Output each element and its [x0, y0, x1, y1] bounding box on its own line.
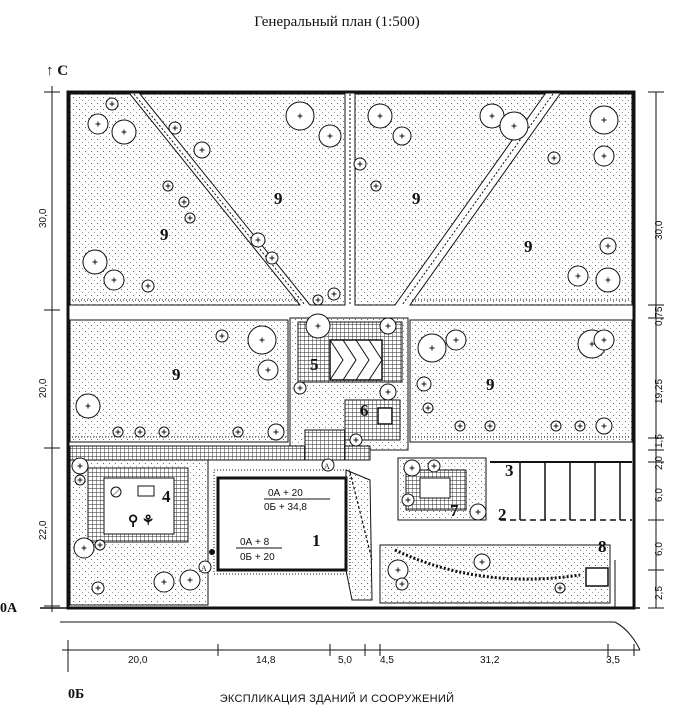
elev-bottom-b: 0Б + 20 — [240, 552, 275, 563]
trees — [71, 97, 621, 595]
node-marker-1: А — [201, 564, 207, 573]
zone-9-c: 9 — [412, 189, 421, 208]
page-title: Генеральный план (1:500) — [254, 14, 420, 30]
plot-ne-west — [354, 93, 546, 306]
zone-4: 4 — [162, 487, 171, 506]
svg-text:⚲ ⚘: ⚲ ⚘ — [128, 514, 154, 529]
zone-6: 6 — [360, 401, 369, 420]
dim-b-5: 31,2 — [480, 655, 500, 666]
zone-5: 5 — [310, 355, 319, 374]
plot-ne-east — [409, 93, 633, 306]
axis-b-label: 0Б — [68, 687, 84, 702]
north-arrow: ↑ С — [46, 63, 68, 79]
zone-2: 2 — [498, 505, 507, 524]
parking-2 — [500, 462, 632, 521]
dims-left — [44, 86, 60, 612]
dims-bottom — [62, 640, 640, 672]
dim-l-1: 30,0 — [38, 208, 49, 228]
zone-labels: 1 2 3 4 5 6 7 8 9 9 9 9 9 9 — [160, 189, 607, 556]
node-marker-2: А — [324, 462, 330, 471]
dim-b-1: 20,0 — [128, 655, 148, 666]
explication-heading: ЭКСПЛИКАЦИЯ ЗДАНИЙ И СООРУЖЕНИЙ — [219, 693, 455, 705]
elev-top-b: 0Б + 34,8 — [264, 502, 307, 513]
dim-r-7: 6,0 — [654, 542, 665, 556]
axis-a-label: 0А — [0, 601, 18, 616]
dims-right — [648, 91, 664, 609]
dim-b-4: 4,5 — [380, 655, 394, 666]
dim-r-4: 1,5 — [654, 434, 665, 448]
elev-bottom-a: 0А + 8 — [240, 537, 270, 548]
plot-8 — [379, 544, 611, 604]
dim-r-1: 30,0 — [654, 220, 665, 240]
elev-top-a: 0А + 20 — [268, 488, 303, 499]
dim-l-2: 20,0 — [38, 378, 49, 398]
zone-1: 1 — [312, 531, 321, 550]
dim-r-5: 2,0 — [654, 456, 665, 470]
dim-r-8: 2,5 — [654, 586, 665, 600]
path-diagonal-ne — [401, 93, 554, 306]
dim-r-3: 19,25 — [654, 379, 665, 404]
zone-9-b: 9 — [160, 225, 169, 244]
zone-9-a: 9 — [274, 189, 283, 208]
zone-9-d: 9 — [524, 237, 533, 256]
zone-3: 3 — [505, 461, 514, 480]
zone-9-f: 9 — [486, 375, 495, 394]
paved-walkway — [69, 445, 371, 461]
dim-b-6: 3,5 — [606, 655, 620, 666]
zone-7: 7 — [450, 501, 459, 520]
path-diagonal-nw — [133, 93, 306, 306]
dim-b-3: 5,0 — [338, 655, 352, 666]
dim-l-3: 22,0 — [38, 520, 49, 540]
zone-8: 8 — [598, 537, 607, 556]
dim-b-2: 14,8 — [256, 655, 276, 666]
zone-9-e: 9 — [172, 365, 181, 384]
building-1[interactable] — [216, 476, 348, 572]
dim-r-6: 6,0 — [654, 488, 665, 502]
dim-r-2: 0,75 — [654, 306, 665, 326]
